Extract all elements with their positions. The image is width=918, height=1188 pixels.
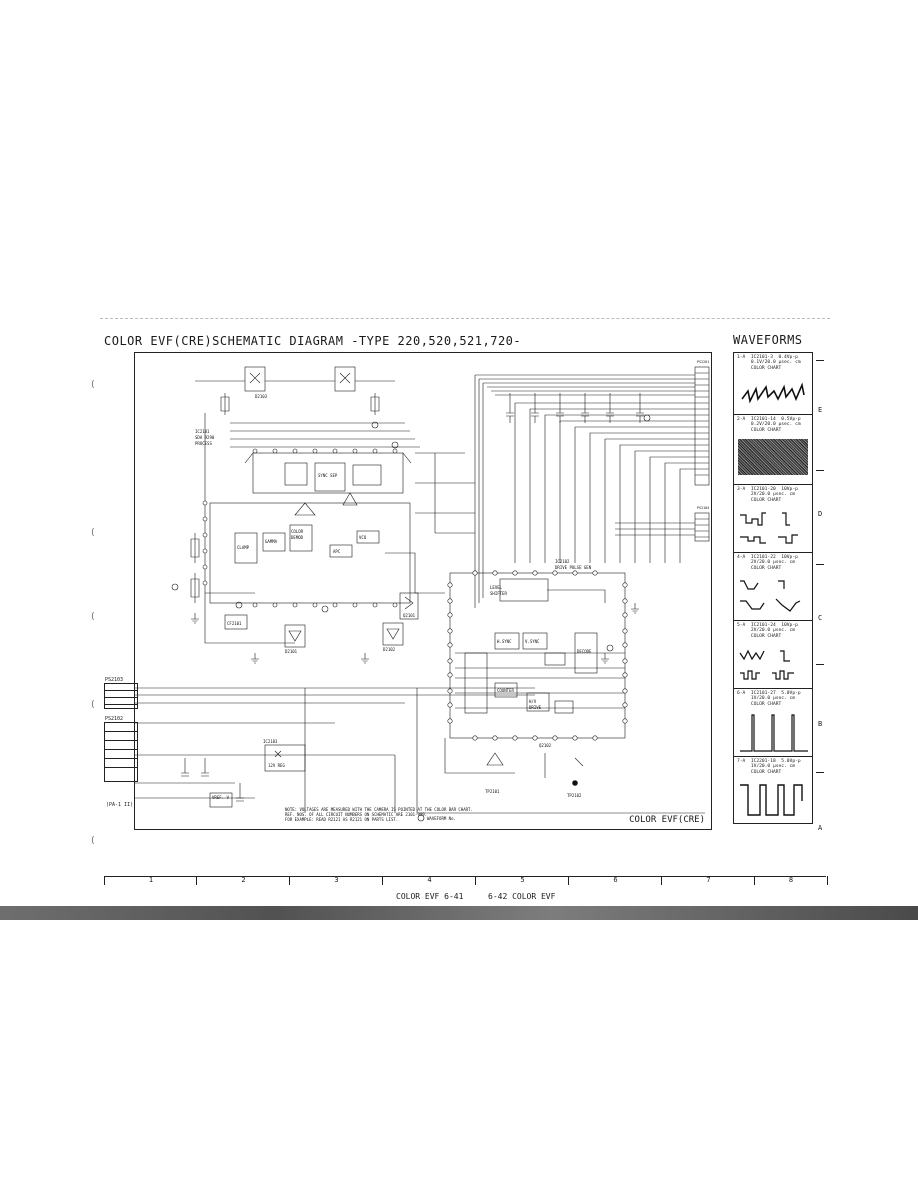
svg-text:DRIVE: DRIVE [529,705,542,710]
row-letters: E D C B A [816,352,828,832]
waveform-cell: 6-A IC2101-27 5.0Vp-p 1V/20.0 µsec. cm C… [734,689,812,757]
waveforms-title: WAVEFORMS [733,333,803,347]
svg-text:IC2102: IC2102 [555,559,570,564]
zone-number: 3 [334,876,339,884]
svg-text:PS2104: PS2104 [697,506,709,510]
svg-text:V.SYNC: V.SYNC [525,639,540,644]
margin-mark: ( [90,700,96,710]
row-letter: A [818,824,823,832]
waveform-label: 7-A IC2201-18 5.0Vp-p 1V/20.0 µsec. cm C… [737,759,801,775]
svg-text:APC: APC [333,549,341,554]
margin-mark: ( [90,380,96,390]
margin-mark: ( [90,836,96,846]
waveform-cell: 3-A IC2101-20 10Vp-p 2V/20.0 µsec. cm CO… [734,485,812,553]
svg-text:CLAMP: CLAMP [237,545,250,550]
waveform-plot [740,784,803,816]
top-rule [100,318,830,319]
svg-text:PS2201: PS2201 [697,360,709,364]
svg-text:D2103: D2103 [255,394,268,399]
svg-text:H/V: H/V [529,699,537,704]
waveform-cell: 7-A IC2201-18 5.0Vp-p 1V/20.0 µsec. cm C… [734,757,812,825]
svg-text:TP2102: TP2102 [567,793,582,798]
svg-text:IC2103: IC2103 [263,739,278,744]
waveform-plot [740,512,798,544]
waveform-plot [739,649,794,680]
waveform-label: 6-A IC2101-27 5.0Vp-p 1V/20.0 µsec. cm C… [737,691,801,707]
svg-text:CF2101: CF2101 [227,621,242,626]
connector-ps2103: PS2103 [104,677,138,709]
connector-ps2102-sub: (PA-1 II) [106,802,134,808]
waveform-cell: 5-A IC2101-24 10Vp-p 2V/20.0 µsec. cm CO… [734,621,812,689]
waveform-label: 3-A IC2101-20 10Vp-p 2V/20.0 µsec. cm CO… [737,487,798,503]
svg-text:DECODE: DECODE [577,649,592,654]
page-title: COLOR EVF(CRE)SCHEMATIC DIAGRAM -TYPE 22… [104,334,522,348]
svg-text:FOR EXAMPLE: READ R2121 AS R21: FOR EXAMPLE: READ R2121 AS R2121 ON PART… [285,817,398,822]
margin-mark: ( [90,528,96,538]
svg-text:DEMOD: DEMOD [291,535,304,540]
row-letter: C [818,614,823,622]
schematic-drawing: LEVEL SHIFTER CLAMP GAMMA COLOR DEMOD AP… [135,360,710,822]
svg-text:D2102: D2102 [383,647,396,652]
svg-text:Q2102: Q2102 [539,743,552,748]
svg-text:GAMMA: GAMMA [265,539,278,544]
connector-ps2103-label: PS2103 [105,677,124,683]
waveform-label: 2-A IC2101-14 0.5Vp-p 0.2V/20.0 µsec. cm… [737,417,801,433]
connector-ps2102: PS2102 [104,716,138,782]
svg-text:H.SYNC: H.SYNC [497,639,512,644]
zone-ruler: 1 2 3 4 5 6 7 8 [104,876,828,887]
margin-mark: ( [90,612,96,622]
zone-number: 7 [706,876,711,884]
svg-text:NOTE: VOLTAGES ARE MEASURED WI: NOTE: VOLTAGES ARE MEASURED WITH THE CAM… [285,807,473,812]
row-letter: B [818,720,823,728]
waveform-cell: 4-A IC2101-22 10Vp-p 2V/20.0 µsec. cm CO… [734,553,812,621]
waveform-label: 1-A IC2101-3 0.4Vp-p 0.1V/20.0 µsec. cm … [737,355,801,371]
waveforms-panel: 1-A IC2101-3 0.4Vp-p 0.1V/20.0 µsec. cm … [733,352,813,824]
waveform-cell: 1-A IC2101-3 0.4Vp-p 0.1V/20.0 µsec. cm … [734,353,812,415]
zone-number: 1 [148,876,154,884]
svg-text:REF. NOS. OF ALL CIRCUIT NUMBE: REF. NOS. OF ALL CIRCUIT NUMBERS ON SCHE… [285,812,427,817]
footer-left: COLOR EVF 6-41 [396,892,464,901]
waveform-plot [740,714,808,752]
svg-text:VCO: VCO [359,535,367,540]
scan-edge [0,906,918,920]
waveform-plot [741,382,805,404]
waveform-label: 5-A IC2101-24 10Vp-p 2V/20.0 µsec. cm CO… [737,623,798,639]
zone-number: 8 [788,876,794,884]
schematic-caption: COLOR EVF(CRE) [629,815,705,825]
svg-text:DRIVE PULSE GEN: DRIVE PULSE GEN [555,565,592,570]
svg-text:LEVEL: LEVEL [490,585,503,590]
footer-right: 6-42 COLOR EVF [488,892,556,901]
svg-text:12V REG: 12V REG [268,763,285,768]
svg-text:IC2101: IC2101 [195,429,210,434]
svg-text:SYNC SEP: SYNC SEP [318,473,338,478]
waveform-cell: 2-A IC2101-14 0.5Vp-p 0.2V/20.0 µsec. cm… [734,415,812,485]
waveform-label: 4-A IC2101-22 10Vp-p 2V/20.0 µsec. cm CO… [737,555,798,571]
svg-text:Q2101: Q2101 [403,613,416,618]
svg-text:COUNTER: COUNTER [497,688,514,693]
connector-ps2102-label: PS2102 [105,716,124,722]
svg-text:SDA 9290: SDA 9290 [195,435,215,440]
svg-text:COLOR: COLOR [291,529,304,534]
row-letter: E [818,406,823,414]
zone-number: 5 [520,876,525,884]
svg-text:TP2101: TP2101 [485,789,500,794]
svg-text:VREF. V: VREF. V [212,795,229,800]
schematic-frame: LEVEL SHIFTER CLAMP GAMMA COLOR DEMOD AP… [134,352,712,830]
zone-number: 4 [427,876,432,884]
svg-text:D2101: D2101 [285,649,298,654]
waveform-plot [738,439,808,475]
svg-text:WAVEFORM No.: WAVEFORM No. [427,816,456,821]
row-letter: D [818,510,823,518]
waveform-plot [740,580,801,612]
zone-number: 6 [613,876,618,884]
svg-text:PROCESS: PROCESS [195,441,212,446]
svg-text:SHIFTER: SHIFTER [490,591,507,596]
zone-number: 2 [241,876,246,884]
